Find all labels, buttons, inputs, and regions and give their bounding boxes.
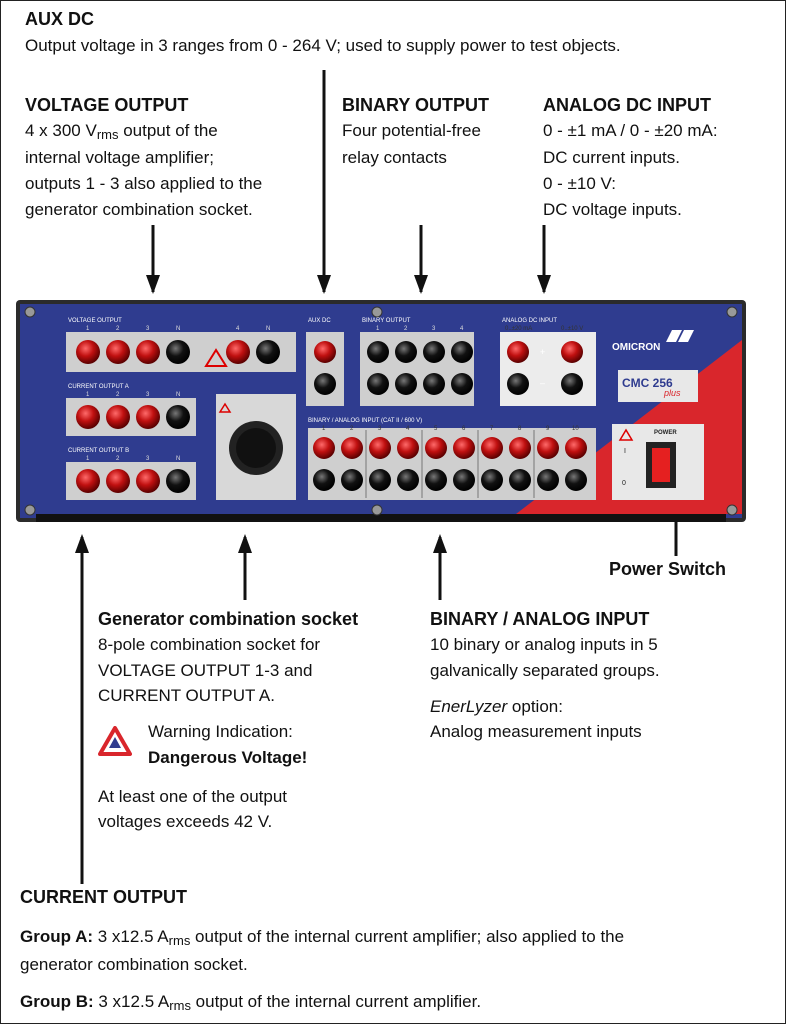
panel-switch-on: I <box>624 448 626 455</box>
panel-label-adc-range-1: 0..±20 mA <box>505 326 533 332</box>
binary-output-line2: relay contacts <box>342 148 447 167</box>
power-switch-label: Power Switch <box>609 559 727 579</box>
panel-model: CMC 256 <box>622 376 673 390</box>
panel-v-num-3: 3 <box>146 326 150 332</box>
power-switch <box>652 448 670 482</box>
panel-v-num-n: N <box>176 326 181 332</box>
panel-v-num-n2: N <box>266 326 271 332</box>
voltage-output-sockets <box>76 340 280 364</box>
generator-socket-line1: 8-pole combination socket for <box>98 635 321 654</box>
panel-ib-num-1: 1 <box>86 456 90 462</box>
panel-label-binary-output: BINARY OUTPUT <box>362 318 411 324</box>
panel-v-num-1: 1 <box>86 326 90 332</box>
panel-switch-off: 0 <box>622 480 626 487</box>
panel-power-label: POWER <box>654 430 677 436</box>
current-output-group-b: Group B: 3 x12.5 Arms output of the inte… <box>20 992 482 1013</box>
binary-output-title: BINARY OUTPUT <box>342 95 490 115</box>
panel-ib-num-3: 3 <box>146 456 150 462</box>
model-plate <box>618 370 698 402</box>
panel-bo-num-4: 4 <box>460 326 464 332</box>
binary-analog-input-line2: galvanically separated groups. <box>430 661 660 680</box>
voltage-output-title: VOLTAGE OUTPUT <box>25 95 189 115</box>
voltage-output-line2: internal voltage amplifier; <box>25 148 214 167</box>
binary-analog-input-title: BINARY / ANALOG INPUT <box>430 609 650 629</box>
analog-dc-input-line4: DC voltage inputs. <box>543 200 682 219</box>
panel-bi-num-7: 7 <box>490 426 494 432</box>
panel-ia-num-n: N <box>176 392 181 398</box>
panel-bo-num-1: 1 <box>376 326 380 332</box>
panel-label-aux-dc: AUX DC <box>308 318 331 324</box>
aux-dc-desc: Output voltage in 3 ranges from 0 - 264 … <box>25 36 621 55</box>
panel-v-num-4: 4 <box>236 326 240 332</box>
panel-bo-num-2: 2 <box>404 326 408 332</box>
generator-socket-line3: CURRENT OUTPUT A. <box>98 686 275 705</box>
panel-label-voltage-output: VOLTAGE OUTPUT <box>68 318 122 324</box>
warning-triangle-icon <box>98 726 132 756</box>
analog-dc-input-line3: 0 - ±10 V: <box>543 174 616 193</box>
warning-line2: Dangerous Voltage! <box>148 748 308 767</box>
binary-analog-input-line3: Analog measurement inputs <box>430 722 642 741</box>
voltage-output-line4: generator combination socket. <box>25 200 253 219</box>
current-output-group-a-line2: generator combination socket. <box>20 955 248 974</box>
cmc256-front-panel <box>16 300 746 522</box>
panel-model-suffix: plus <box>664 388 681 398</box>
voltage-output-line1: 4 x 300 Vrms output of the <box>25 121 218 142</box>
generator-socket-line2: VOLTAGE OUTPUT 1-3 and <box>98 661 313 680</box>
panel-label-minus: – <box>540 378 546 388</box>
panel-label-analog-dc-input: ANALOG DC INPUT <box>502 318 558 324</box>
analog-dc-input-line2: DC current inputs. <box>543 148 680 167</box>
binary-analog-input-option: EnerLyzer option: <box>430 697 563 716</box>
panel-ib-num-n: N <box>176 456 181 462</box>
panel-label-adc-range-2: 0..±10 V <box>561 326 584 332</box>
panel-bi-num-9: 9 <box>546 426 550 432</box>
panel-ia-num-3: 3 <box>146 392 150 398</box>
panel-bi-num-8: 8 <box>518 426 522 432</box>
panel-label-current-output-a: CURRENT OUTPUT A <box>68 384 129 390</box>
panel-bi-num-3: 3 <box>378 426 382 432</box>
panel-ia-num-2: 2 <box>116 392 120 398</box>
panel-bi-num-6: 6 <box>462 426 466 432</box>
current-output-title: CURRENT OUTPUT <box>20 887 187 907</box>
panel-bi-num-1: 1 <box>322 426 326 432</box>
panel-ia-num-1: 1 <box>86 392 90 398</box>
panel-bi-num-5: 5 <box>434 426 438 432</box>
voltage-output-line3: outputs 1 - 3 also applied to the <box>25 174 263 193</box>
panel-brand: OMICRON <box>612 342 661 353</box>
warning-line3: At least one of the output <box>98 787 288 806</box>
warning-line4: voltages exceeds 42 V. <box>98 812 273 831</box>
panel-bi-num-4: 4 <box>406 426 410 432</box>
panel-label-current-output-b: CURRENT OUTPUT B <box>68 448 130 454</box>
panel-bo-num-3: 3 <box>432 326 436 332</box>
analog-dc-input-title: ANALOG DC INPUT <box>543 95 711 115</box>
panel-ib-num-2: 2 <box>116 456 120 462</box>
panel-label-plus: + <box>540 347 546 357</box>
warning-line1: Warning Indication: <box>148 722 293 741</box>
generator-socket-title: Generator combination socket <box>98 609 359 629</box>
aux-dc-title: AUX DC <box>25 9 95 29</box>
panel-bi-num-2: 2 <box>350 426 354 432</box>
binary-output-line1: Four potential-free <box>342 121 481 140</box>
panel-label-binary-analog-input: BINARY / ANALOG INPUT (CAT II / 600 V) <box>308 418 423 424</box>
analog-dc-input-line1: 0 - ±1 mA / 0 - ±20 mA: <box>543 121 718 140</box>
panel-bi-num-10: 10 <box>572 426 579 432</box>
binary-analog-input-line1: 10 binary or analog inputs in 5 <box>430 635 658 654</box>
panel-v-num-2: 2 <box>116 326 120 332</box>
current-output-group-a: Group A: 3 x12.5 Arms output of the inte… <box>20 927 625 948</box>
